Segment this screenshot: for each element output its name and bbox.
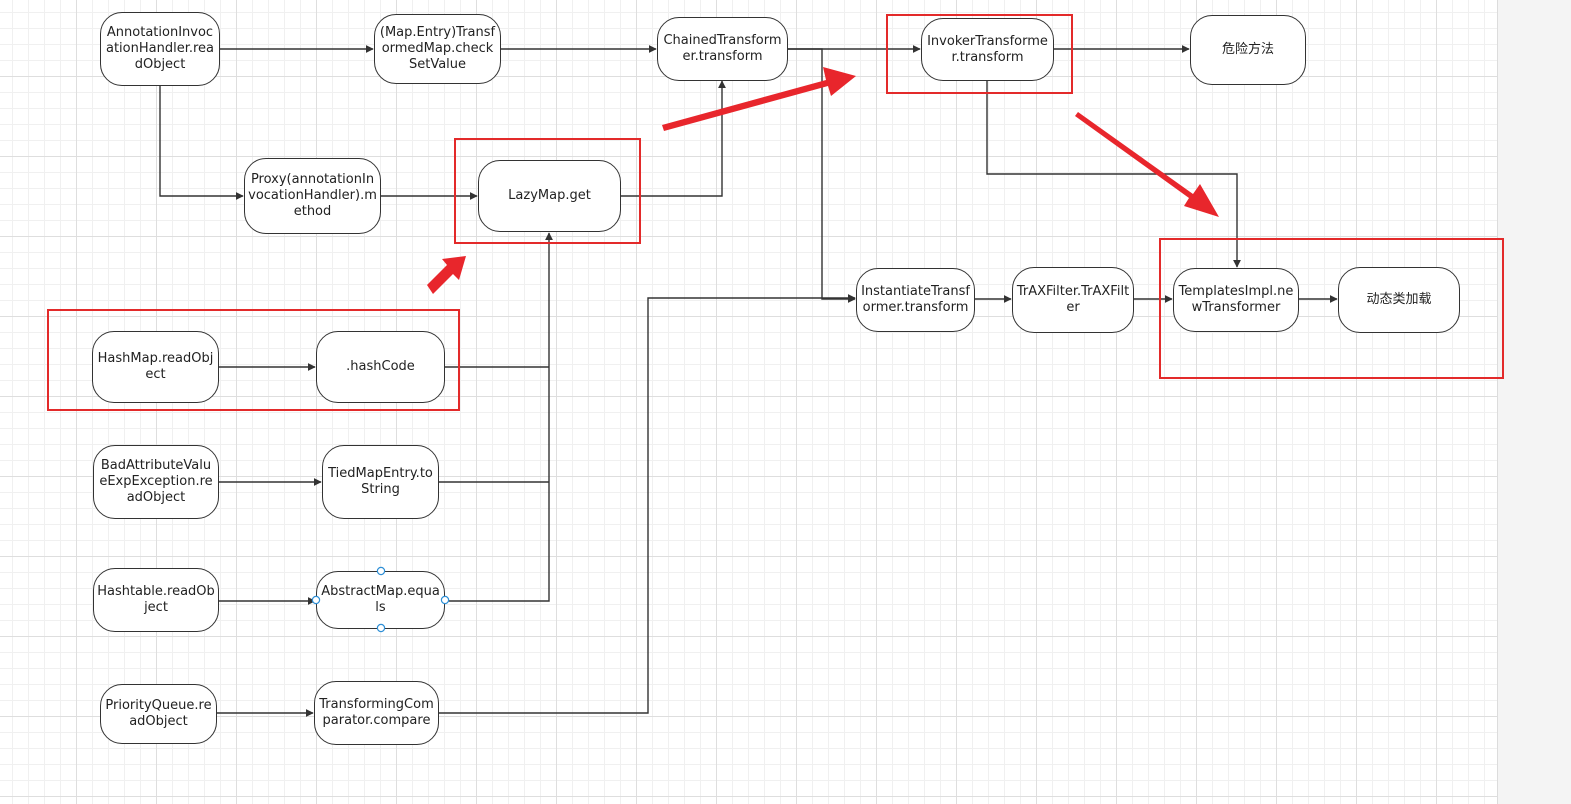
node-tiedmapentry-tostring[interactable]: TiedMapEntry.toString [322, 445, 439, 519]
node-invoker-transform[interactable]: InvokerTransformer.transform [921, 18, 1054, 81]
edge-invoker-to-templates [986, 81, 1241, 268]
selection-handle-top[interactable] [376, 566, 386, 576]
red-pointer-arrow-down [1075, 112, 1219, 217]
node-instantiate-transform[interactable]: InstantiateTransformer.transform [856, 268, 975, 332]
node-chained-transform[interactable]: ChainedTransformer.transform [657, 17, 788, 81]
highlight-box-invoker [886, 14, 1073, 94]
node-hashtable-readobject[interactable]: Hashtable.readObject [93, 568, 219, 632]
edge-comparator-to-instantiate [439, 294, 856, 714]
right-scroll-panel[interactable] [1497, 0, 1571, 804]
node-lazymap-get[interactable]: LazyMap.get [478, 160, 621, 232]
selection-handle-left[interactable] [311, 595, 321, 605]
node-hashmap-readobject[interactable]: HashMap.readObject [92, 331, 219, 403]
edge-lazymap-to-chained [621, 80, 726, 197]
node-hashcode[interactable]: .hashCode [316, 331, 445, 403]
node-annotation-readobject[interactable]: AnnotationInvocationHandler.readObject [100, 12, 220, 86]
red-pointer-arrow-small [427, 256, 466, 294]
node-badattr-readobject[interactable]: BadAttributeValueExpException.readObject [93, 445, 219, 519]
selection-handle-bottom[interactable] [376, 623, 386, 633]
highlight-box-lazymap [454, 138, 641, 244]
selection-handle-right[interactable] [440, 595, 450, 605]
edge-chained-to-instantiate [788, 48, 856, 303]
node-templatesimpl-newtransformer[interactable]: TemplatesImpl.newTransformer [1173, 268, 1299, 332]
node-dynamic-class-loading[interactable]: 动态类加载 [1338, 267, 1460, 333]
node-priorityqueue-readobject[interactable]: PriorityQueue.readObject [100, 684, 217, 744]
node-proxy-method[interactable]: Proxy(annotationInvocationHandler).metho… [244, 158, 381, 234]
edge-annotation-to-proxy [159, 86, 244, 200]
highlight-box-templates [1159, 238, 1504, 379]
red-pointer-arrow-long [662, 67, 856, 131]
node-traxfilter[interactable]: TrAXFilter.TrAXFilter [1012, 267, 1134, 333]
highlight-box-hashmap [47, 309, 460, 411]
node-danger-method[interactable]: 危险方法 [1190, 15, 1306, 85]
edge-into-lazymap-bus [439, 233, 549, 602]
node-transforming-comparator-compare[interactable]: TransformingComparator.compare [314, 681, 439, 745]
node-map-entry-checksetvalue[interactable]: (Map.Entry)TransformedMap.checkSetValue [374, 14, 501, 84]
